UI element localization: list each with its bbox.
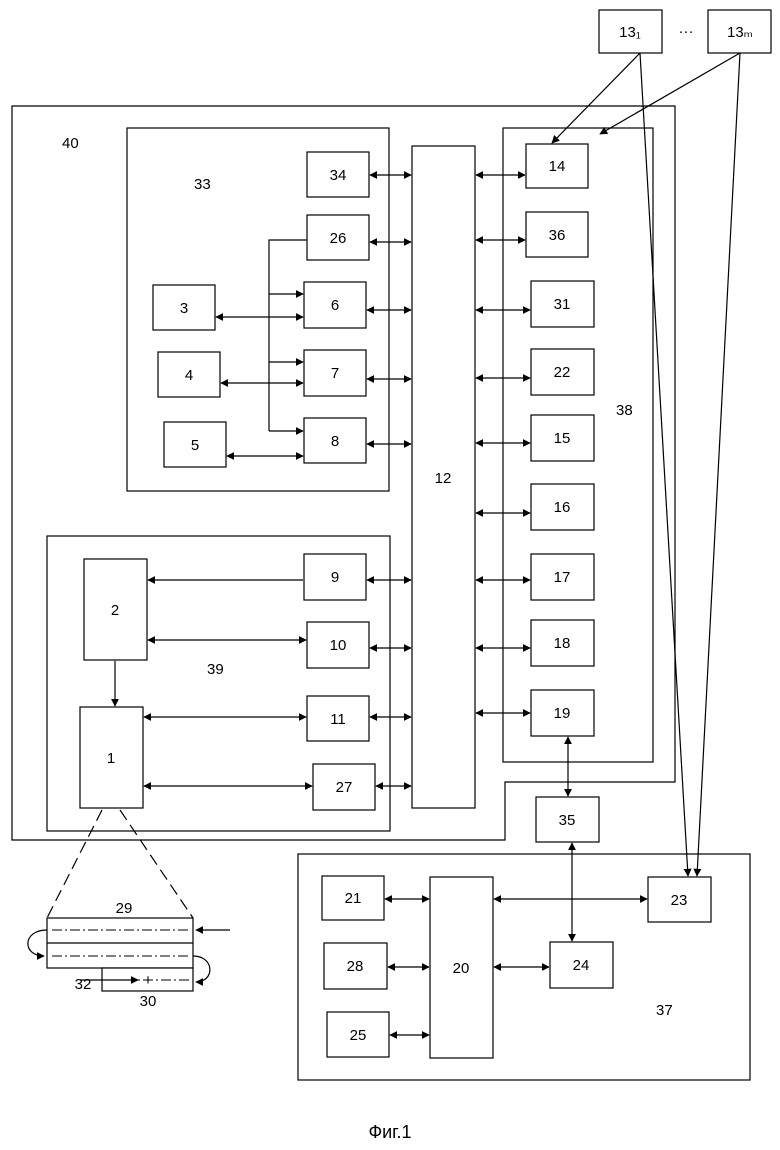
block-25-label: 25 [350,1027,367,1044]
detail-loop-left [28,930,47,956]
block-9-label: 9 [331,569,339,586]
block-24-label: 24 [573,957,590,974]
block-10-label: 10 [330,637,347,654]
block-1: 1 [80,707,143,808]
block-14-label: 14 [549,158,566,175]
block-17-label: 17 [554,569,571,586]
block-26: 26 [307,215,369,260]
block-5-label: 5 [191,437,199,454]
block-20: 20 [430,877,493,1058]
block-13-m: 13ₘ [708,10,771,53]
block-36-label: 36 [549,227,566,244]
block-6: 6 [304,282,366,328]
block-13-m-label: 13ₘ [727,24,753,41]
block-21: 21 [322,876,384,920]
block-35: 35 [536,797,599,842]
block-1-label: 1 [107,750,115,767]
detail-loop-right [193,956,210,982]
block-35-label: 35 [559,812,576,829]
block-diagram: 40 33 38 39 37 13₁ ··· 13ₘ 34 26 3 6 4 7… [0,0,780,1110]
arrow-13-1-to-14 [552,53,640,143]
block-4: 4 [158,352,220,397]
block-36: 36 [526,212,588,257]
detail-label-30: 30 [140,993,157,1010]
block-18-label: 18 [554,635,571,652]
frame-40-label: 40 [62,135,79,152]
block-6-label: 6 [331,297,339,314]
block-3-label: 3 [180,300,188,317]
block-18: 18 [531,620,594,666]
detail-label-29: 29 [116,900,133,917]
block-31: 31 [531,281,594,327]
block-21-label: 21 [345,890,362,907]
block-17: 17 [531,554,594,600]
block-8: 8 [304,418,366,463]
block-15: 15 [531,415,594,461]
block-2: 2 [84,559,147,660]
block-34-label: 34 [330,167,347,184]
block-16-label: 16 [554,499,571,516]
block-22-label: 22 [554,364,571,381]
detail-zoom-line-left [47,810,102,918]
block-12: 12 [412,146,475,808]
block-2-label: 2 [111,602,119,619]
block-28-label: 28 [347,958,364,975]
block-4-label: 4 [185,367,193,384]
block-5: 5 [164,422,226,467]
block-27: 27 [313,764,375,810]
block-16: 16 [531,484,594,530]
block-24: 24 [550,942,613,988]
frame-37-label: 37 [656,1002,673,1019]
block-7-label: 7 [331,365,339,382]
arrow-13-1-to-23 [640,53,688,876]
block-19: 19 [531,690,594,736]
block-11: 11 [307,696,369,741]
block-7: 7 [304,350,366,396]
block-13-1: 13₁ [599,10,662,53]
block-23: 23 [648,877,711,922]
block-31-label: 31 [554,296,571,313]
block-27-label: 27 [336,779,353,796]
block-22: 22 [531,349,594,395]
block-25: 25 [327,1012,389,1057]
block-15-label: 15 [554,430,571,447]
block-23-label: 23 [671,892,688,909]
block-34: 34 [307,152,369,197]
block-13-1-label: 13₁ [619,24,641,41]
block-12-label: 12 [435,470,452,487]
detail-plus-label: + [144,972,153,989]
block-19-label: 19 [554,705,571,722]
block-14: 14 [526,144,588,188]
block-28: 28 [324,943,387,989]
frame-38-label: 38 [616,402,633,419]
arrow-13-m-to-14 [600,53,740,134]
figure-caption: Фиг.1 [0,1122,780,1143]
block-9: 9 [304,554,366,600]
ellipsis-label: ··· [679,23,694,40]
block-3: 3 [153,285,215,330]
block-10: 10 [307,622,369,668]
block-26-label: 26 [330,230,347,247]
frame-39-label: 39 [207,661,224,678]
block-11-label: 11 [330,711,346,728]
detail-label-32: 32 [75,976,92,993]
arrow-13-m-to-23 [697,53,740,876]
block-8-label: 8 [331,433,339,450]
frame-33-label: 33 [194,176,211,193]
link-26-trunk [269,240,307,431]
block-20-label: 20 [453,960,470,977]
